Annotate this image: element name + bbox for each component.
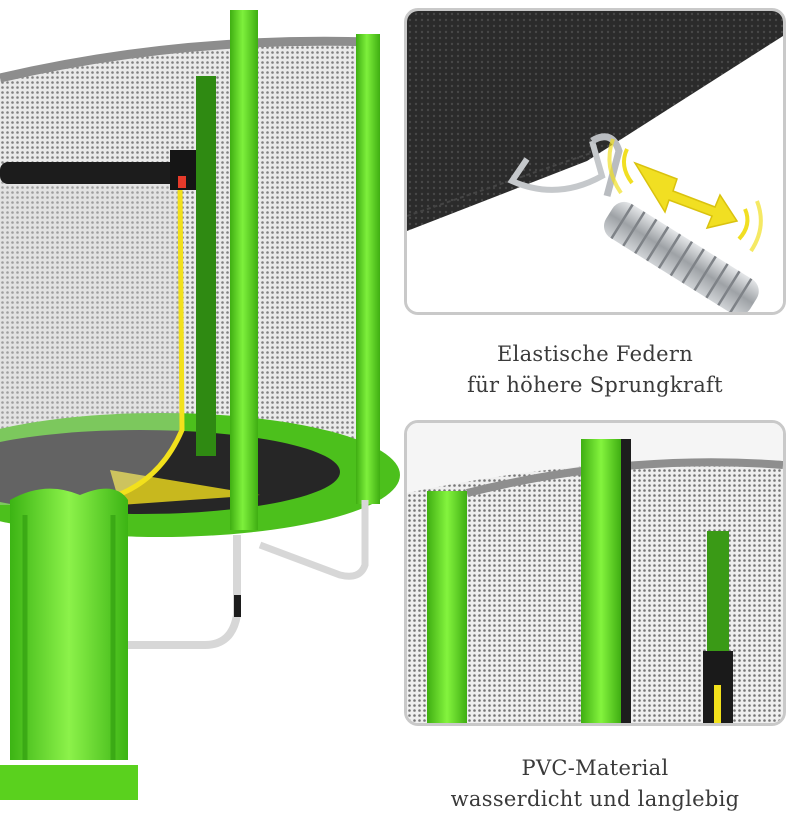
spring-caption-line1: Elastische Federn [496,342,694,366]
safety-net [0,44,370,480]
pole-front [230,10,258,530]
slide [10,488,128,760]
spring-detail-panel [404,8,786,315]
spring [603,201,759,312]
pvc-detail-panel [404,420,786,726]
pvc-caption-line1: PVC-Material [521,756,669,780]
pole-right [356,34,380,504]
spring-closeup-photo [407,11,783,312]
double-arrow-icon [607,138,763,253]
pole-left [427,491,467,723]
spring-caption-line2: für höhere Sprungkraft [467,373,723,397]
zipper-handle-bar [0,162,185,184]
pvc-caption: PVC-Material wasserdicht und langlebig [404,753,786,815]
spring-caption: Elastische Federn für höhere Sprungkraft [404,339,786,401]
net-strap [707,531,729,651]
zipper-stripe [714,685,721,723]
leg-right [258,500,369,580]
net-entrance [0,172,182,505]
v-ring-hook [507,140,606,193]
pole-center [581,439,621,723]
slide-base [0,765,138,800]
leg-front [120,535,241,649]
pole-inner [196,76,216,456]
jump-mat-edge [407,11,783,231]
net-top-rope [0,36,373,83]
pvc-closeup-photo [407,423,783,723]
